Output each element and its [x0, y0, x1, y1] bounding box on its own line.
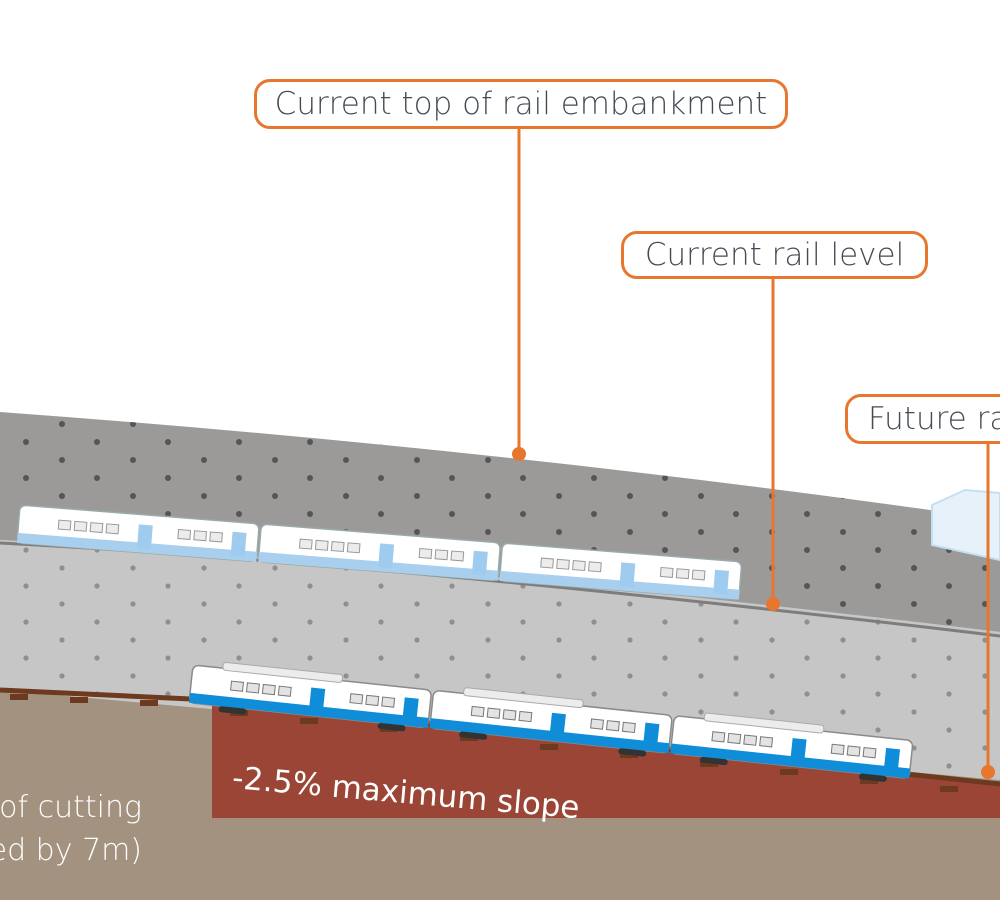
cutting-note-line-1: of cutting — [0, 790, 142, 825]
callout-future-rail-level: Future ra — [845, 394, 1000, 444]
background-structure — [931, 488, 1000, 562]
embankment-layer-dots — [0, 412, 1000, 632]
cutting-area — [212, 700, 1000, 818]
cutting-note-line-2: ed by 7m) — [0, 833, 142, 868]
callout-leaders — [512, 128, 995, 779]
callout-top-of-embankment: Current top of rail embankment — [254, 79, 788, 129]
callout-current-rail-level: Current rail level — [621, 231, 928, 279]
